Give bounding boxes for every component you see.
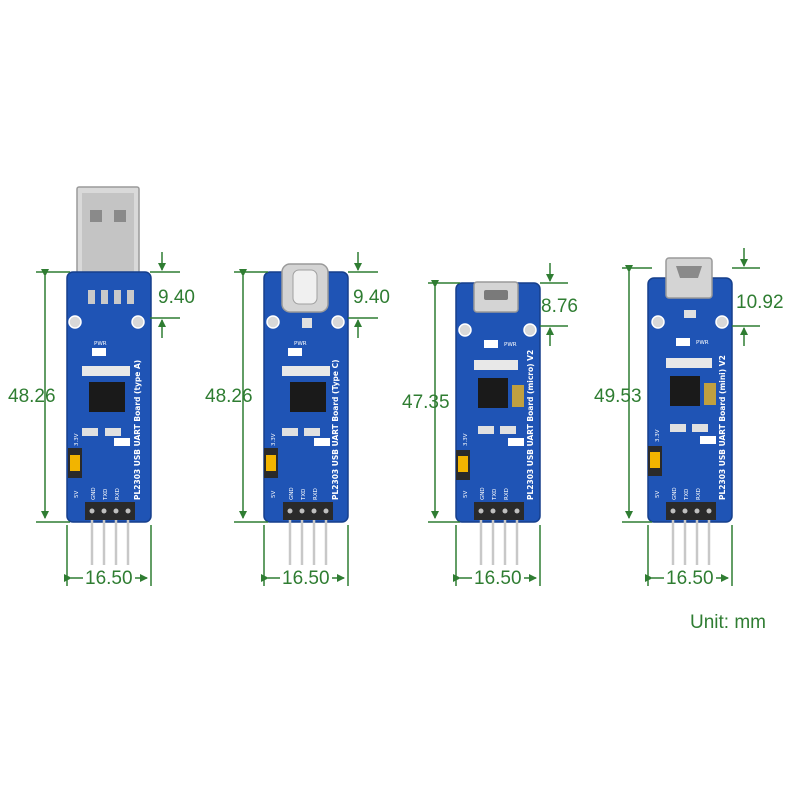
silk-txd: TXD <box>684 489 690 501</box>
unit-label: Unit: mm <box>690 612 766 633</box>
silk-rxd: RXD <box>504 488 510 500</box>
board-mini-offset-label: 10.92 <box>736 292 784 313</box>
silk-5v: 5V <box>74 491 80 498</box>
silk-pwr: PWR <box>504 342 517 348</box>
silk-txd: TXD <box>301 489 307 501</box>
board-label: PL2303 USB UART Board (Type C) <box>331 359 340 500</box>
board-micro-width-label: 16.50 <box>472 568 524 590</box>
silk-gnd: GND <box>91 487 97 500</box>
silk-rxd: RXD <box>313 488 319 500</box>
board-label: PL2303 USB UART Board (micro) V2 <box>526 350 535 500</box>
silk-pwr: PWR <box>696 340 709 346</box>
silk-txd: TXD <box>492 489 498 501</box>
silk-5v: 5V <box>271 491 277 498</box>
silk-gnd: GND <box>289 487 295 500</box>
board-usb-a: PL2303 USB UART Board (type A) PWR 3.3V … <box>66 186 152 565</box>
board-mini-width-label: 16.50 <box>664 568 716 590</box>
board-micro-usb: PL2303 USB UART Board (micro) V2 PWR 3.3… <box>455 281 541 565</box>
silk-5v: 5V <box>463 491 469 498</box>
board-a-offset-label: 9.40 <box>158 287 195 308</box>
board-micro-offset-label: 8.76 <box>541 296 578 317</box>
silk-gnd: GND <box>672 487 678 500</box>
pin-header <box>85 502 135 520</box>
board-label: PL2303 USB UART Board (mini) V2 <box>718 355 727 500</box>
board-micro-height-label: 47.35 <box>402 392 450 413</box>
silk-txd: TXD <box>103 489 109 501</box>
silk-pwr: PWR <box>294 341 307 347</box>
silk-rxd: RXD <box>696 488 702 500</box>
board-a-height-label: 48.26 <box>8 386 56 407</box>
silk-5v: 5V <box>655 491 661 498</box>
silk-rxd: RXD <box>115 488 121 500</box>
silk-gnd: GND <box>480 487 486 500</box>
silk-3v3: 3.3V <box>655 429 661 442</box>
board-c-width-label: 16.50 <box>280 568 332 590</box>
board-usb-c: PL2303 USB UART Board (Type C) PWR 3.3V … <box>263 263 349 565</box>
board-mini-usb: PL2303 USB UART Board (mini) V2 PWR 3.3V… <box>647 257 733 565</box>
silk-3v3: 3.3V <box>463 433 469 446</box>
mini-usb-connector <box>665 257 713 299</box>
silk-3v3: 3.3V <box>74 433 80 446</box>
jumper <box>70 455 80 471</box>
silk-pwr: PWR <box>94 341 107 347</box>
board-c-offset-label: 9.40 <box>353 287 390 308</box>
micro-usb-connector <box>473 281 519 313</box>
silk-3v3: 3.3V <box>271 433 277 446</box>
board-c-height-label: 48.26 <box>205 386 253 407</box>
board-label: PL2303 USB UART Board (type A) <box>133 360 142 500</box>
usb-c-connector <box>281 263 329 313</box>
usb-a-plug <box>76 186 140 294</box>
board-mini-height-label: 49.53 <box>594 386 642 407</box>
chip <box>89 382 125 412</box>
board-a-width-label: 16.50 <box>83 568 135 590</box>
